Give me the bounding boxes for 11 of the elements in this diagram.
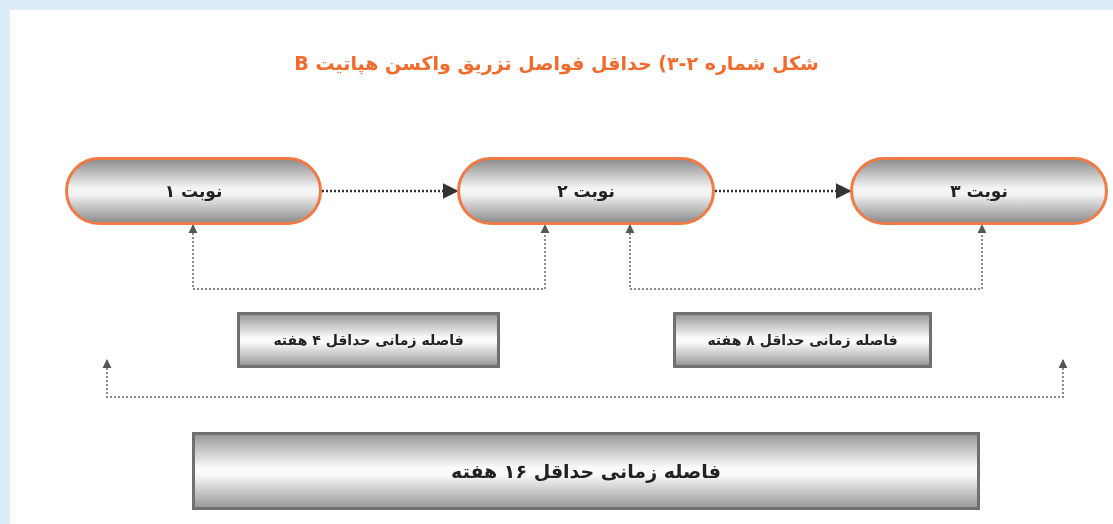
arrow [322, 183, 459, 199]
interval-box: فاصله زمانی حداقل ۴ هفته [237, 312, 500, 368]
dose-box: نوبت ۳ [850, 157, 1108, 225]
dose-box: نوبت ۱ [65, 157, 322, 225]
dose-box: نوبت ۲ [457, 157, 715, 225]
interval-box: فاصله زمانی حداقل ۱۶ هفته [192, 432, 980, 510]
interval-box: فاصله زمانی حداقل ۸ هفته [673, 312, 932, 368]
title: شکل شماره ۲-۳) حداقل فواصل تزریق واکسن هپاتیت B [293, 52, 820, 74]
interval-bracket [188, 224, 550, 290]
interval-bracket [625, 224, 987, 290]
arrow [715, 183, 852, 199]
